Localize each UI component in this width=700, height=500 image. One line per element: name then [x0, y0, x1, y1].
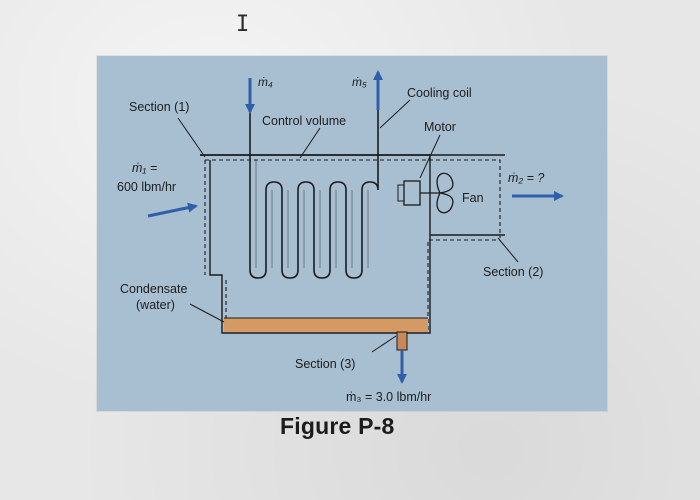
label-motor: Motor: [424, 120, 456, 134]
leader-motor: [419, 134, 441, 179]
figure-caption: Figure P-8: [280, 413, 395, 439]
label-m3-eq: ṁ₃ = 3.0 lbm/hr: [346, 390, 431, 404]
fan-blades: [436, 172, 454, 214]
label-section-1: Section (1): [129, 100, 189, 114]
duct-outline: [200, 154, 505, 334]
label-cooling-coil: Cooling coil: [407, 86, 472, 100]
leader-section-1: [177, 117, 206, 158]
label-m4: ṁ₄: [258, 75, 273, 89]
leader-section-3: [371, 335, 397, 353]
leader-control-volume: [299, 127, 321, 159]
label-m5: ṁ₅: [352, 75, 367, 89]
label-condensate: Condensate: [120, 282, 187, 296]
label-control-volume: Control volume: [262, 114, 346, 128]
cooling-coil: [249, 92, 379, 279]
label-m1-value: 600 lbm/hr: [117, 180, 176, 194]
leader-cooling-coil: [379, 99, 411, 129]
inlet-arrow: [147, 202, 198, 218]
label-section-2: Section (2): [483, 265, 543, 279]
drain-pipe: [396, 331, 408, 351]
label-m1-eq: ṁ₁ =: [132, 161, 157, 175]
label-section-3: Section (3): [295, 357, 355, 371]
text-cursor-icon: I: [236, 12, 250, 37]
leader-condensate: [189, 303, 225, 323]
label-fan: Fan: [462, 191, 484, 205]
motor-body: [403, 180, 421, 206]
label-m2-eq: ṁ₂ = ?: [508, 171, 544, 185]
leader-section-2: [497, 237, 519, 263]
label-water: (water): [136, 298, 175, 312]
condensate-pool: [224, 318, 428, 332]
